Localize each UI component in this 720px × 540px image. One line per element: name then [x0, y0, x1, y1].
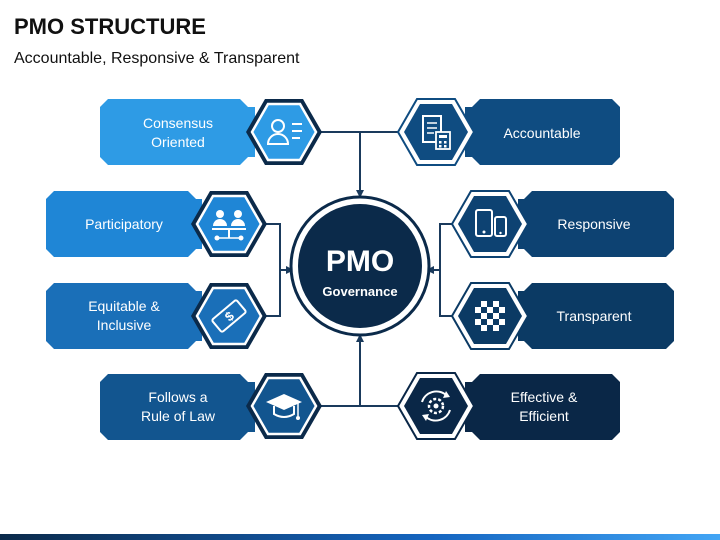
item-label-line-2: Rule of Law	[141, 408, 216, 424]
item-label: Accountable	[503, 125, 580, 141]
center-subtitle: Governance	[322, 284, 397, 299]
money-bill-icon: $	[191, 283, 267, 349]
item-effective-efficient: Effective & Efficient	[396, 372, 620, 440]
center-title: PMO	[326, 245, 394, 278]
item-rule-of-law: Follows a Rule of Law	[100, 373, 322, 440]
item-label: Responsive	[557, 216, 630, 232]
item-label-line-2: Oriented	[151, 134, 205, 150]
page-title: PMO STRUCTURE	[14, 14, 206, 39]
item-label-line-1: Effective &	[511, 389, 578, 405]
item-label: Participatory	[85, 216, 163, 232]
graduation-cap-icon	[246, 373, 322, 439]
item-responsive: Responsive	[450, 190, 674, 258]
checkerboard-icon	[450, 282, 530, 350]
bottom-accent-bar	[0, 534, 720, 540]
item-label-line-2: Efficient	[519, 408, 569, 424]
item-accountable: Accountable	[396, 98, 620, 166]
document-calculator-icon	[396, 98, 476, 166]
item-participatory: Participatory	[46, 191, 267, 257]
item-label-line-1: Consensus	[143, 115, 213, 131]
page-subtitle: Accountable, Responsive & Transparent	[14, 50, 300, 67]
item-equitable-inclusive: Equitable & Inclusive $	[46, 283, 267, 349]
item-transparent: Transparent	[450, 282, 674, 350]
connector-right-bracket	[439, 223, 455, 317]
profile-card-icon	[246, 99, 322, 165]
center-node: PMO Governance	[289, 195, 431, 337]
devices-icon	[450, 190, 530, 258]
meeting-people-icon	[191, 191, 267, 257]
item-label-line-2: Inclusive	[97, 317, 152, 333]
item-consensus-oriented: Consensus Oriented	[100, 99, 322, 165]
connector-left-bracket	[265, 223, 281, 317]
item-label-line-1: Follows a	[148, 389, 207, 405]
gear-cycle-icon	[396, 372, 476, 440]
item-label-line-1: Equitable &	[88, 298, 160, 314]
item-label: Transparent	[557, 308, 632, 324]
